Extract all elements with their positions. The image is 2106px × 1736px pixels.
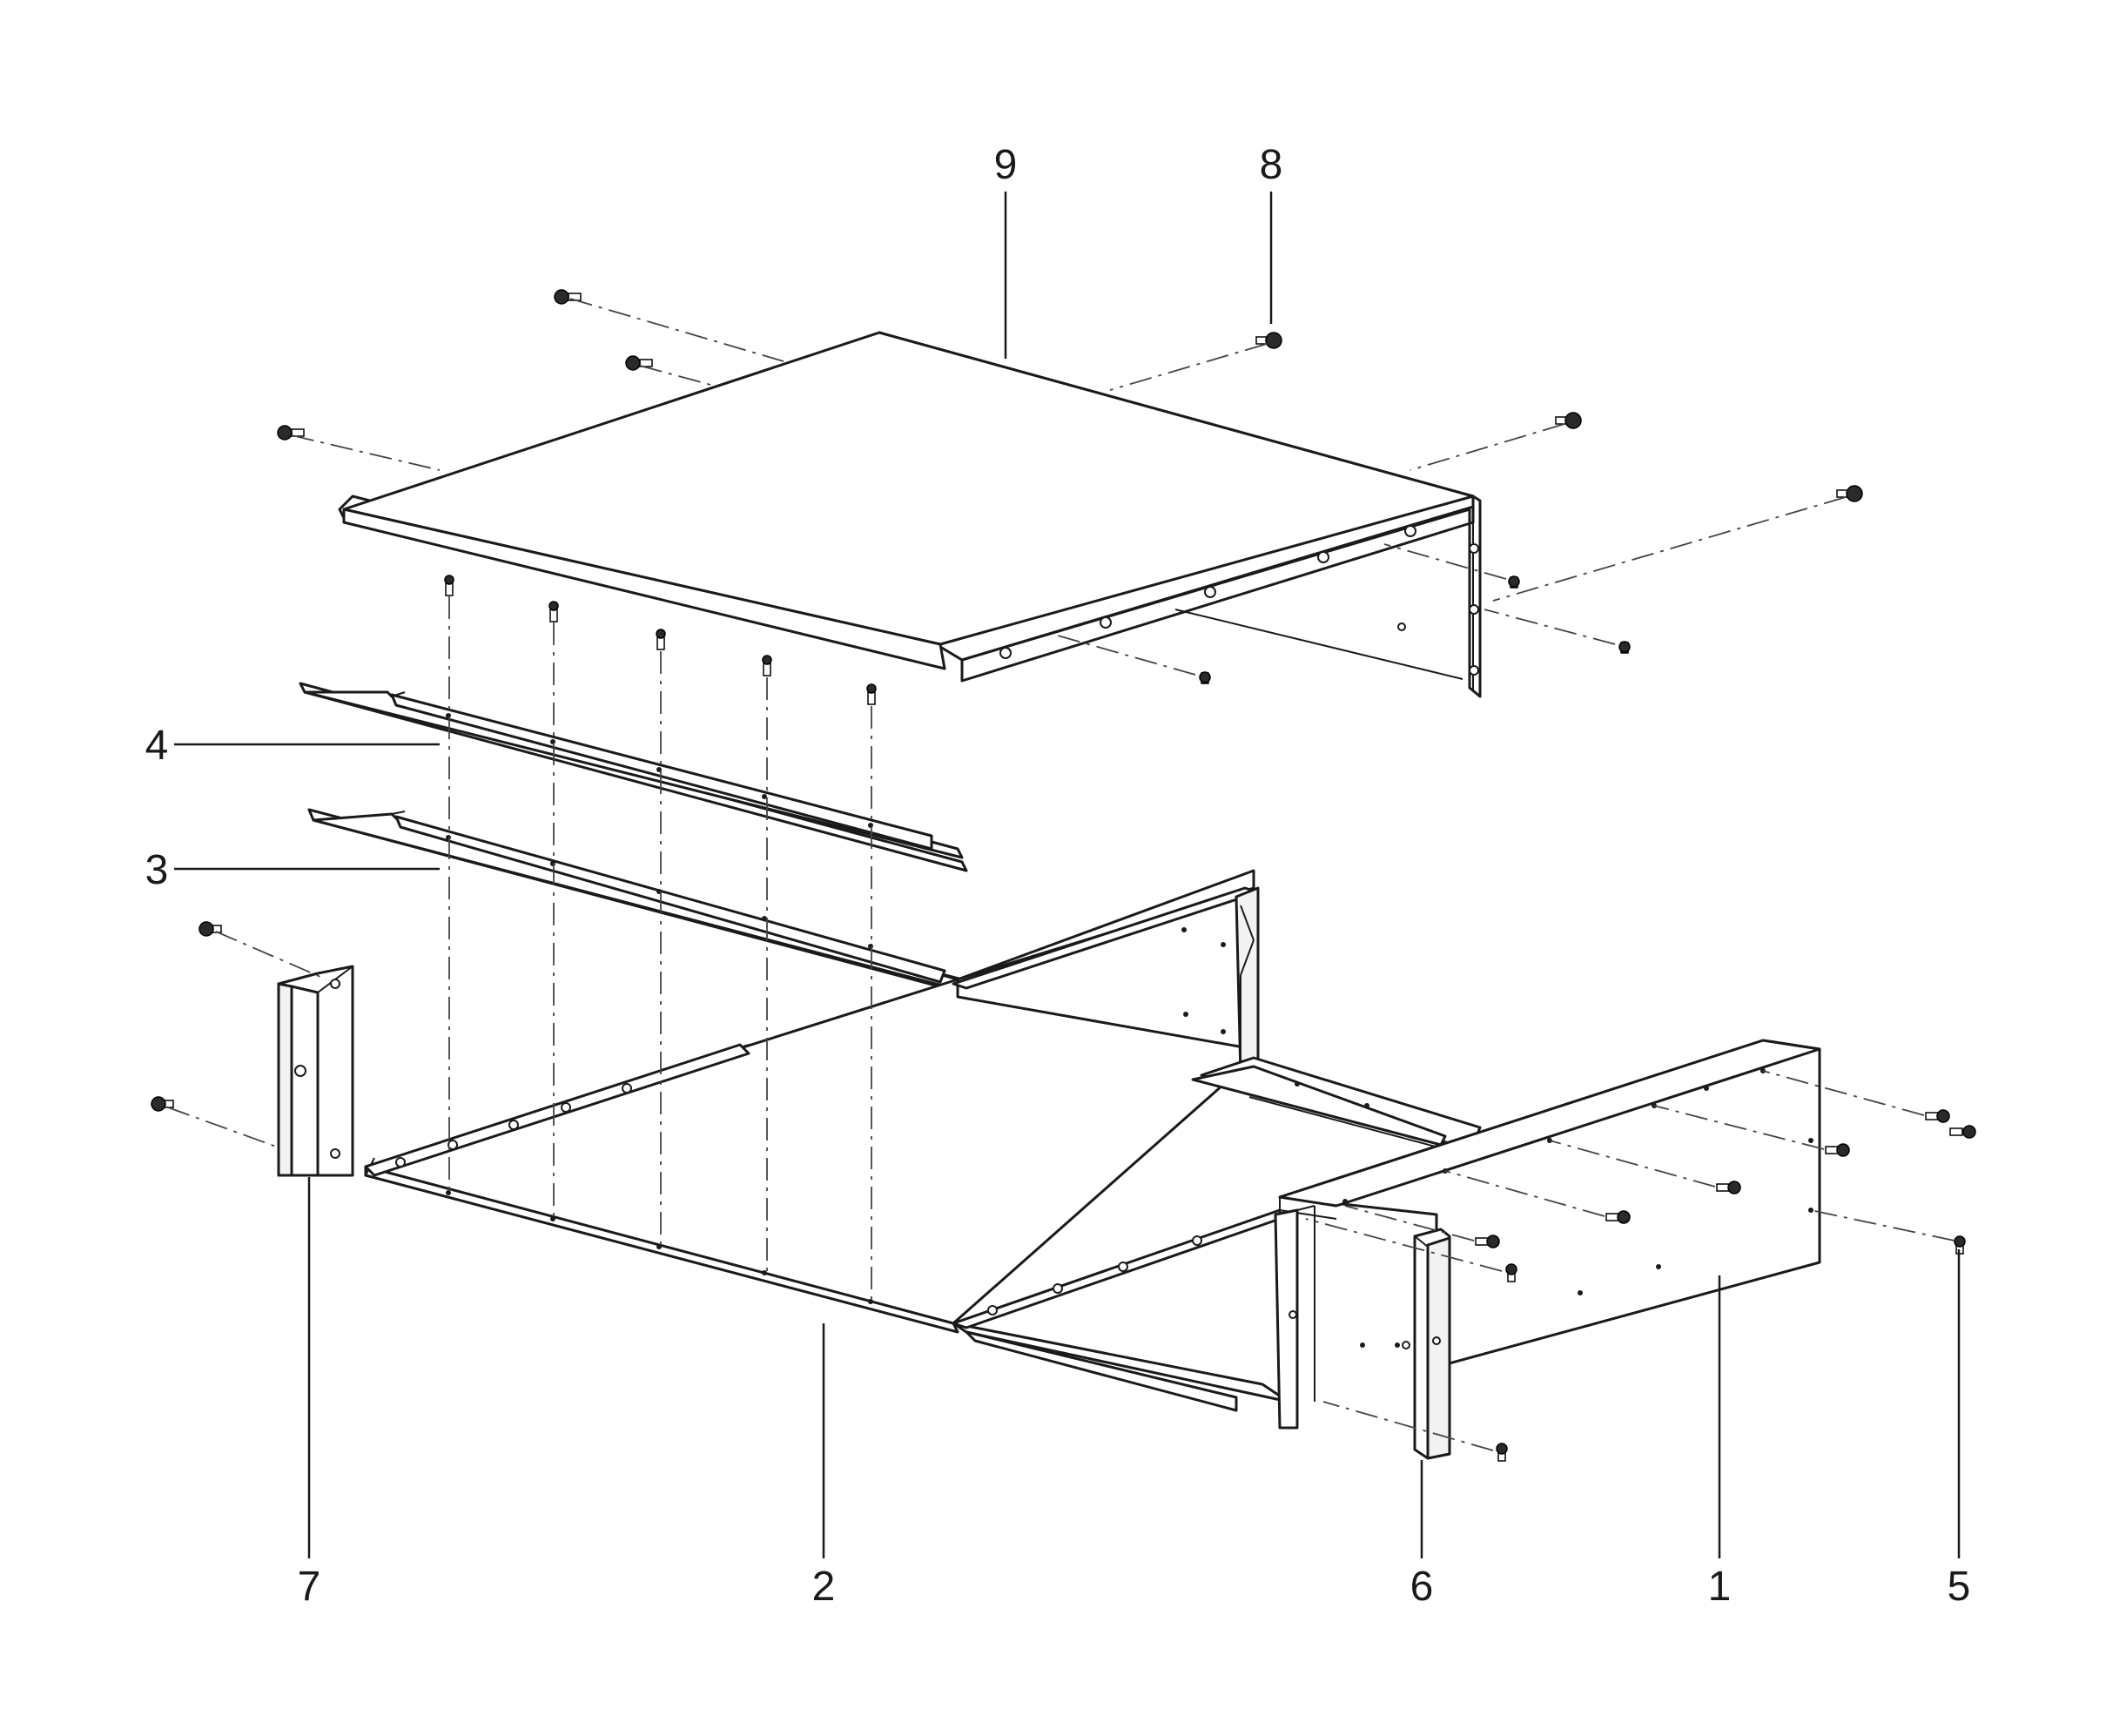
screw-icon	[198, 921, 222, 937]
screw-icon	[1716, 1181, 1741, 1194]
callout-8: 8	[1260, 142, 1283, 188]
screw-icon	[656, 629, 666, 650]
screw-icon	[1199, 671, 1211, 684]
assembly-lines	[167, 298, 1955, 1451]
part-7-left-bracket	[277, 965, 354, 1177]
part-2-chassis-base	[364, 869, 1482, 1412]
callout-5: 5	[1948, 1564, 1971, 1610]
part-9-top-cover	[338, 331, 1482, 698]
callout-labels: 9 8 4 3 7 2 6 1 5	[145, 142, 1971, 1610]
screw-icon	[762, 655, 772, 676]
screw-icon	[1605, 1210, 1631, 1224]
screw-icon	[625, 355, 653, 371]
part-1-right-side-panel	[952, 1039, 1821, 1430]
part-3-lower-rail	[307, 808, 964, 994]
screw-icon	[1825, 1143, 1850, 1157]
screw-icon	[548, 601, 559, 622]
screw-icon	[1954, 1235, 1966, 1255]
callout-4: 4	[145, 723, 169, 769]
screw-icon	[151, 1096, 174, 1112]
part-6-right-bracket	[1413, 1228, 1451, 1460]
callout-2: 2	[812, 1564, 836, 1610]
screw-icon	[444, 575, 454, 596]
callout-3: 3	[145, 847, 169, 893]
callout-1: 1	[1708, 1564, 1732, 1610]
callout-7: 7	[298, 1564, 321, 1610]
screw-icon	[1508, 575, 1520, 589]
screw-icon	[1618, 641, 1631, 654]
callout-6: 6	[1410, 1564, 1434, 1610]
screw-icon	[1836, 485, 1863, 502]
screw-icon	[277, 425, 305, 441]
screw-icon	[866, 683, 877, 705]
fasteners	[151, 289, 1976, 1462]
screw-icon	[1496, 1443, 1508, 1462]
part-4-upper-rail	[299, 682, 968, 872]
callout-9: 9	[994, 142, 1018, 188]
screw-icon	[1475, 1235, 1500, 1248]
screw-icon	[1255, 332, 1282, 349]
screw-icon	[1505, 1263, 1517, 1282]
leader-lines	[174, 192, 1961, 1558]
screw-icon	[1949, 1125, 1976, 1139]
screw-icon	[554, 289, 582, 305]
screw-icon	[1925, 1109, 1950, 1123]
